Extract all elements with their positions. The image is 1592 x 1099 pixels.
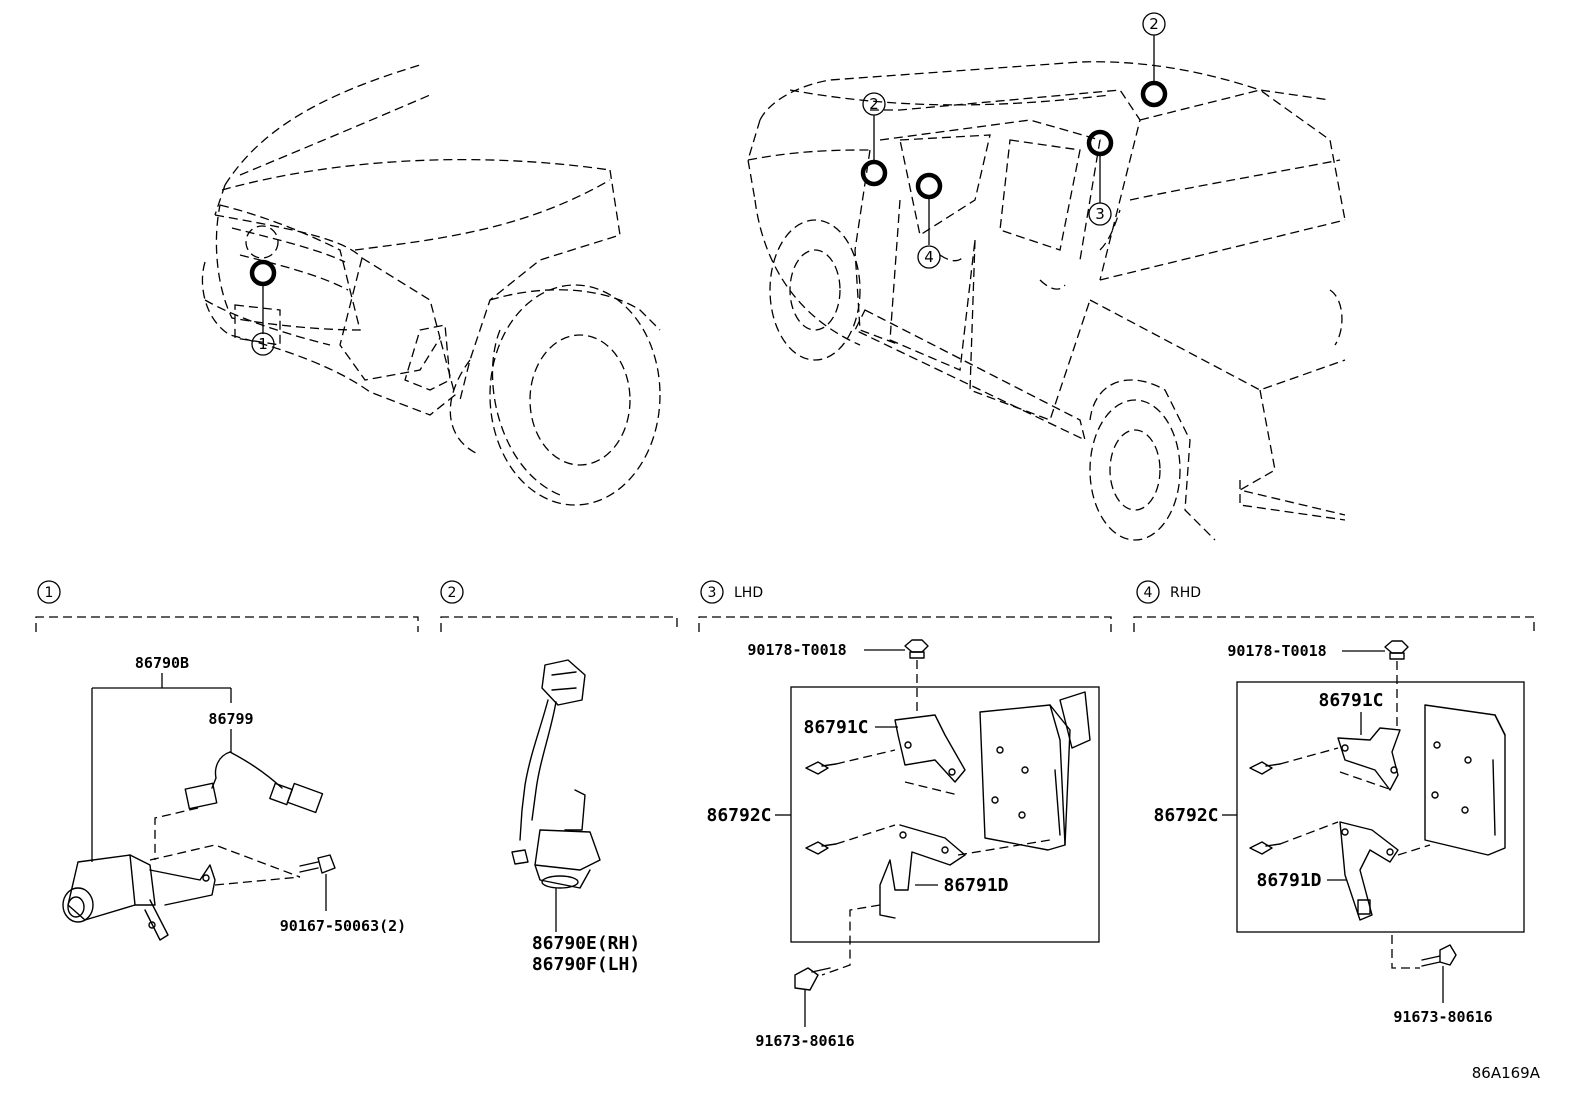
section-2-side-camera (511, 659, 601, 932)
section-2-labels: 86790E(RH) 86790F(LH) (532, 933, 640, 975)
part-number-86799: 86799 (208, 710, 253, 728)
callout-number: 2 (869, 95, 879, 113)
section-number: 2 (448, 585, 457, 601)
callout-number: 4 (924, 248, 934, 266)
callout-balloons: 1 2 2 3 4 (251, 12, 1166, 356)
part-number-86790e: 86790E(RH) (532, 933, 640, 954)
section-number: 4 (1144, 585, 1153, 601)
section-3-lhd-ecu (775, 639, 1100, 1027)
part-number-86791c: 86791C (1318, 690, 1383, 711)
figure-code: 86A169A (1472, 1064, 1541, 1082)
part-number-86790f: 86790F(LH) (532, 954, 640, 975)
section-3-labels: 90178-T0018 86791C 86792C 86791D 91673-8… (706, 641, 1008, 1050)
part-number-91673-80616: 91673-80616 (1393, 1008, 1492, 1026)
callout-number: 2 (1149, 15, 1159, 33)
part-number-90178-t0018: 90178-T0018 (747, 641, 846, 659)
part-number-86791d: 86791D (1256, 870, 1321, 891)
part-number-90178-t0018: 90178-T0018 (1227, 642, 1326, 660)
part-number-86791c: 86791C (803, 717, 868, 738)
section-number: 3 (708, 585, 717, 601)
section-1-labels: 86790B 86799 90167-50063(2) (135, 654, 406, 935)
part-number-90167-50063: 90167-50063(2) (280, 917, 406, 935)
callout-number: 3 (1095, 205, 1105, 223)
front-vehicle-illustration (201, 64, 661, 506)
section-number: 1 (45, 585, 54, 601)
section-label: RHD (1170, 585, 1201, 601)
section-4-labels: 90178-T0018 86791C 86792C 86791D 91673-8… (1153, 642, 1492, 1026)
callout-markers (249, 35, 1168, 334)
section-headers: 1 2 3 LHD 4 RHD (35, 580, 1535, 632)
section-4-rhd-ecu (1222, 640, 1525, 1003)
callout-number: 1 (258, 335, 268, 353)
part-number-86792c: 86792C (1153, 805, 1218, 826)
part-number-91673-80616: 91673-80616 (755, 1032, 854, 1050)
section-label: LHD (734, 585, 763, 601)
section-1-front-camera (62, 673, 336, 941)
part-number-86792c: 86792C (706, 805, 771, 826)
part-number-86790b: 86790B (135, 654, 189, 672)
part-number-86791d: 86791D (943, 875, 1008, 896)
side-vehicle-illustration (747, 61, 1346, 541)
